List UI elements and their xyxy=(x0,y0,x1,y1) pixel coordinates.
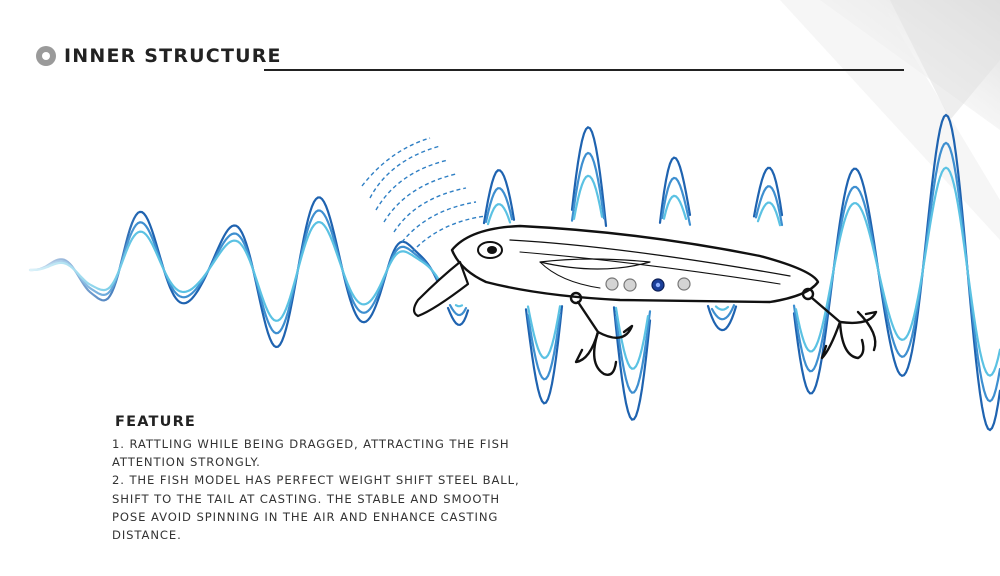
sound-wave-line xyxy=(28,141,1000,403)
sound-wave-line xyxy=(28,166,1000,377)
ring-bullet-icon xyxy=(36,46,56,66)
sound-wave-lines xyxy=(28,113,1000,432)
sound-wave-arcs-icon xyxy=(361,137,487,253)
sound-wave-line xyxy=(28,113,1000,432)
header-divider xyxy=(264,69,904,71)
feature-heading: FEATURE xyxy=(115,414,197,430)
feature-line: 2. THE FISH MODEL HAS PERFECT WEIGHT SHI… xyxy=(112,473,520,488)
feature-line: SHIFT TO THE TAIL AT CASTING. THE STABLE… xyxy=(112,491,501,506)
feature-line: ATTENTION STRONGLY. xyxy=(112,455,261,470)
feature-section: FEATURE 1. RATTLING WHILE BEING DRAGGED,… xyxy=(112,414,582,544)
section-title: INNER STRUCTURE xyxy=(64,45,282,67)
section-header: INNER STRUCTURE xyxy=(36,42,282,70)
feature-line: POSE AVOID SPINNING IN THE AIR AND ENHAN… xyxy=(112,509,499,524)
fishing-lure-icon xyxy=(412,224,878,376)
feature-line: 1. RATTLING WHILE BEING DRAGGED, ATTRACT… xyxy=(112,437,510,451)
feature-line: DISTANCE. xyxy=(112,528,182,543)
